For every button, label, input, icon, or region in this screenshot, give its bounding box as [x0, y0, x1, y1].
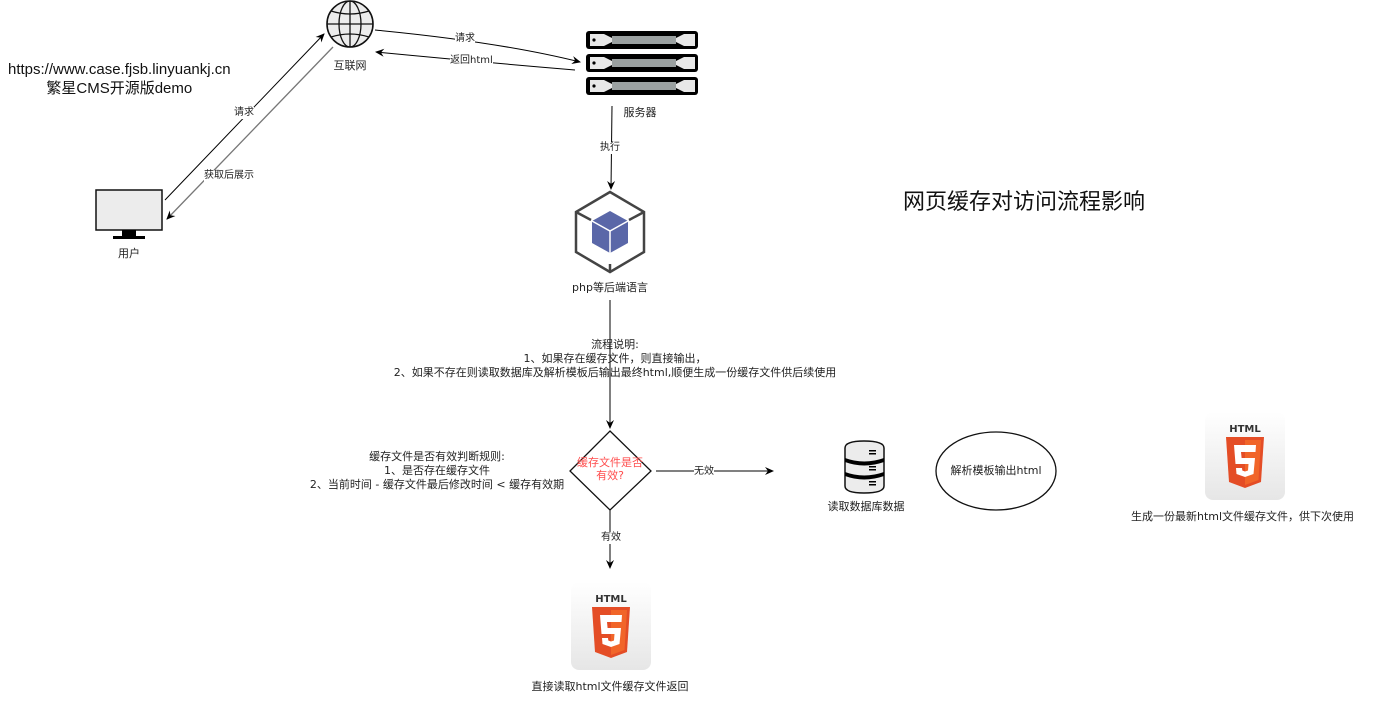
edge-internet-to-server: [374, 29, 581, 64]
backend-label: php等后端语言: [572, 281, 648, 294]
database-label: 读取数据库数据: [827, 500, 905, 513]
flow-note-line2: 2、如果不存在则读取数据库及解析模板后输出最终html,顺便生成一份缓存文件供后…: [393, 366, 837, 379]
cube-icon: [574, 190, 646, 274]
edge-label-invalid: 无效: [694, 466, 714, 478]
edge-label-user-to-internet: 请求: [234, 107, 254, 119]
rule-note-heading: 缓存文件是否有效判断规则:: [369, 450, 505, 463]
decision-label-line2: 有效?: [596, 469, 624, 482]
html5-badge-text: HTML: [1229, 424, 1261, 435]
edge-label-internet-to-user: 获取后展示: [204, 170, 254, 182]
html5-badge-text: HTML: [595, 594, 627, 605]
decision-label-line1: 缓存文件是否: [577, 456, 643, 469]
flow-note-heading: 流程说明:: [591, 338, 639, 351]
globe-icon: [326, 0, 374, 48]
edge-label-server-to-internet: 返回html: [450, 55, 493, 67]
edge-label-execute: 执行: [600, 142, 620, 154]
html5-icon: HTML: [1205, 412, 1285, 500]
site-subtitle: 繁星CMS开源版demo: [46, 80, 193, 97]
edge-label-internet-to-server: 请求: [455, 33, 475, 45]
flow-note-line1: 1、如果存在缓存文件，则直接输出，: [523, 352, 707, 365]
server-rack-icon: [586, 31, 698, 95]
diagram-title: 网页缓存对访问流程影响: [903, 190, 1146, 215]
parse-template-label: 解析模板输出html: [950, 464, 1042, 477]
server-label: 服务器: [623, 106, 657, 119]
html5-icon: HTML: [571, 582, 651, 670]
decision-label: 缓存文件是否 有效?: [568, 456, 652, 482]
internet-label: 互联网: [333, 59, 367, 72]
html-new-label: 生成一份最新html文件缓存文件，供下次使用: [1130, 510, 1355, 523]
user-label: 用户: [118, 247, 140, 260]
flow-note: 流程说明: 1、如果存在缓存文件，则直接输出， 2、如果不存在则读取数据库及解析…: [370, 338, 860, 380]
parse-template-ellipse: [935, 431, 1057, 511]
database-icon: [844, 440, 885, 494]
rule-note-line1: 1、是否存在缓存文件: [384, 464, 490, 477]
monitor-icon: [95, 189, 163, 239]
site-url: https://www.case.fjsb.linyuankj.cn: [8, 61, 231, 78]
site-note: https://www.case.fjsb.linyuankj.cn 繁星CMS…: [8, 60, 231, 98]
rule-note: 缓存文件是否有效判断规则: 1、是否存在缓存文件 2、当前时间 - 缓存文件最后…: [296, 450, 578, 492]
edge-label-valid: 有效: [601, 532, 621, 544]
html-cache-label: 直接读取html文件缓存文件返回: [531, 680, 689, 693]
rule-note-line2: 2、当前时间 - 缓存文件最后修改时间 < 缓存有效期: [309, 478, 565, 491]
edge-internet-to-user: [166, 46, 334, 220]
